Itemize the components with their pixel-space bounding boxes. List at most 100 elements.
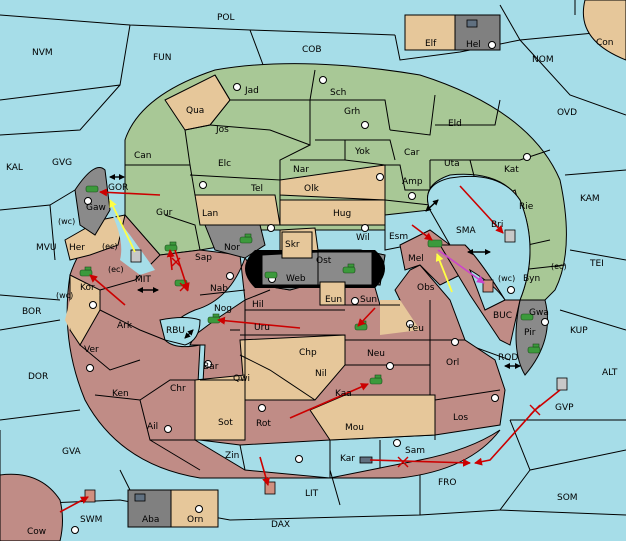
sea-labels: POL NVM FUN COB NOM Con OVD KAL GVG KAM … [6, 13, 618, 537]
province-cow [0, 473, 63, 541]
label-amp: Amp [402, 177, 423, 187]
label-kaa: Kaa [335, 389, 352, 399]
sea-kam: KAM [580, 194, 600, 204]
label-eld: Eld [448, 119, 462, 129]
label-wil: Wil [356, 233, 370, 243]
coast-byn-wc: (wc) [498, 274, 515, 283]
label-gaw: Gaw [86, 203, 106, 213]
label-mel: Mel [408, 254, 424, 264]
label-orl: Orl [446, 358, 459, 368]
sea-mvu: MVU [36, 243, 57, 253]
label-her: Her [69, 243, 85, 253]
fleet-unit [84, 19, 568, 503]
province-con-label: Con [596, 38, 614, 48]
label-kor: Kor [80, 283, 95, 293]
label-zin: Zin [225, 451, 239, 461]
label-eun: Eun [325, 295, 342, 305]
north-borders [125, 69, 566, 271]
sea-mit: MIT [135, 275, 151, 285]
label-ver: Ver [84, 345, 99, 355]
label-bri: Bri [491, 220, 503, 230]
label-sam: Sam [405, 446, 425, 456]
label-sch: Sch [330, 88, 346, 98]
label-rie: Rie [519, 202, 534, 212]
label-chp: Chp [299, 348, 317, 358]
coast-kor-ec: (ec) [108, 265, 124, 274]
label-chr: Chr [170, 384, 186, 394]
sea-gvp: GVP [555, 403, 574, 413]
label-elc: Elc [218, 159, 231, 169]
sea-nom: NOM [532, 55, 554, 65]
province-orn [170, 489, 219, 528]
label-los: Los [453, 413, 468, 423]
label-rot: Rot [256, 419, 271, 429]
label-sap: Sap [195, 253, 212, 263]
label-aba: Aba [142, 515, 159, 525]
convoy-arrow [437, 249, 485, 284]
coast-kor-wc: (wc) [56, 291, 73, 300]
sea-fun: FUN [153, 53, 172, 63]
sea-bor: BOR [22, 307, 41, 317]
label-elf: Elf [425, 39, 437, 49]
label-hil: Hil [252, 300, 264, 310]
province-sot-area [194, 374, 246, 441]
label-hel: Hel [466, 40, 481, 50]
cut-marks [171, 257, 541, 468]
coast-byn-ec: (ec) [551, 262, 567, 271]
label-grh: Grh [344, 107, 360, 117]
label-pir: Pir [524, 328, 536, 338]
label-kar: Kar [340, 454, 355, 464]
sea-fro: FRO [438, 478, 457, 488]
coast-her-wc: (wc) [58, 217, 75, 226]
sea-kal: KAL [6, 163, 23, 173]
ver-fill [65, 295, 100, 330]
sea-tei: TEI [589, 259, 604, 269]
adjacency-arrows [109, 174, 521, 369]
province-elf [404, 14, 456, 51]
label-skr: Skr [285, 240, 300, 250]
label-tel: Tel [250, 184, 263, 194]
label-esm: Esm [389, 232, 408, 242]
sea-gvg: GVG [52, 158, 72, 168]
sea-nvm: NVM [32, 48, 53, 58]
sea-alt: ALT [602, 368, 618, 378]
label-nor: Nor [224, 243, 240, 253]
label-can: Can [134, 151, 152, 161]
province-gaw [74, 167, 111, 236]
sea-buc: BUC [493, 311, 512, 321]
sea-cob: COB [302, 45, 322, 55]
label-sot: Sot [218, 418, 233, 428]
supply-centers [71, 41, 549, 534]
label-jad: Jad [244, 86, 259, 96]
sea-rbu: RBU [166, 326, 185, 336]
sea-gor: GOR [108, 183, 128, 193]
label-feu: Feu [408, 324, 424, 334]
units [79, 19, 568, 503]
province-mel [399, 229, 461, 286]
support-arrows [109, 199, 453, 293]
label-orn: Orn [187, 515, 203, 525]
sea-sma: SMA [456, 226, 476, 236]
label-gur: Gur [156, 208, 173, 218]
label-uru: Uru [254, 323, 270, 333]
label-yok: Yok [354, 147, 371, 157]
label-jos: Jos [215, 125, 229, 135]
label-nar: Nar [293, 165, 309, 175]
label-mou: Mou [345, 423, 364, 433]
label-byn: Byn [523, 274, 540, 284]
label-ark: Ark [117, 321, 133, 331]
sea-ovd: OVD [557, 108, 577, 118]
label-hug: Hug [333, 209, 351, 219]
label-nab: Nab [210, 284, 228, 294]
sea-swm: SWM [80, 515, 102, 525]
label-nog: Nog [214, 304, 232, 314]
sea-dor: DOR [28, 372, 48, 382]
label-web: Web [286, 274, 306, 284]
label-ail: Ail [147, 422, 158, 432]
sea-gva: GVA [62, 447, 82, 457]
coast-labels: (wc) (ec) (wc) (ec) (wc) (ec) [56, 217, 567, 300]
label-neu: Neu [367, 349, 385, 359]
label-obs: Obs [417, 283, 435, 293]
coast-her-ec: (ec) [102, 242, 118, 251]
label-kat: Kat [504, 165, 519, 175]
